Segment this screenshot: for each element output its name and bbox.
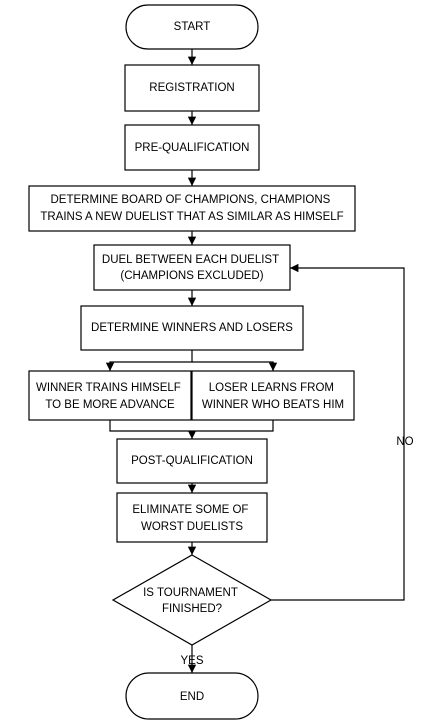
determine-board-process: DETERMINE BOARD OF CHAMPIONS, CHAMPIONS … <box>28 185 356 232</box>
eliminate-process: ELIMINATE SOME OF WORST DUELISTS <box>116 492 268 543</box>
split-connector <box>109 350 193 370</box>
start-label: START <box>174 21 211 33</box>
merge-connector-right <box>192 420 274 432</box>
connectors <box>105 49 405 673</box>
winners-losers-label: DETERMINE WINNERS AND LOSERS <box>91 322 293 334</box>
end-terminator: END <box>125 672 259 720</box>
decision-label: IS TOURNAMENT FINISHED? <box>143 587 241 615</box>
end-label: END <box>180 691 204 703</box>
pre-qualification-process: PRE-QUALIFICATION <box>124 124 260 171</box>
determine-board-label: DETERMINE BOARD OF CHAMPIONS, CHAMPIONS … <box>40 194 343 223</box>
duel-label: DUEL BETWEEN EACH DUELIST (CHAMPIONS EXC… <box>102 254 282 282</box>
start-terminator: START <box>125 4 259 50</box>
winner-trains-label: WINNER TRAINS HIMSELF TO BE MORE ADVANCE <box>36 382 184 411</box>
split-connector-right <box>192 361 274 370</box>
registration-label: REGISTRATION <box>149 82 234 94</box>
winners-losers-process: DETERMINE WINNERS AND LOSERS <box>80 305 304 351</box>
post-qualification-process: POST-QUALIFICATION <box>116 438 268 484</box>
no-label: NO <box>396 436 413 448</box>
merge-connector-left <box>109 420 192 432</box>
arrow-no-loop-to-duel <box>271 263 405 601</box>
post-qualification-label: POST-QUALIFICATION <box>131 455 253 467</box>
loser-learns-label: LOSER LEARNS FROM WINNER WHO BEATS HIM <box>202 382 344 411</box>
pre-qualification-label: PRE-QUALIFICATION <box>135 142 250 154</box>
winner-trains-process: WINNER TRAINS HIMSELF TO BE MORE ADVANCE <box>28 370 192 421</box>
tournament-finished-decision: IS TOURNAMENT FINISHED? <box>111 554 273 646</box>
duel-process: DUEL BETWEEN EACH DUELIST (CHAMPIONS EXC… <box>93 244 291 291</box>
loser-learns-process: LOSER LEARNS FROM WINNER WHO BEATS HIM <box>191 370 355 421</box>
yes-label: YES <box>180 655 203 667</box>
registration-process: REGISTRATION <box>124 64 260 112</box>
eliminate-label: ELIMINATE SOME OF WORST DUELISTS <box>132 504 251 533</box>
